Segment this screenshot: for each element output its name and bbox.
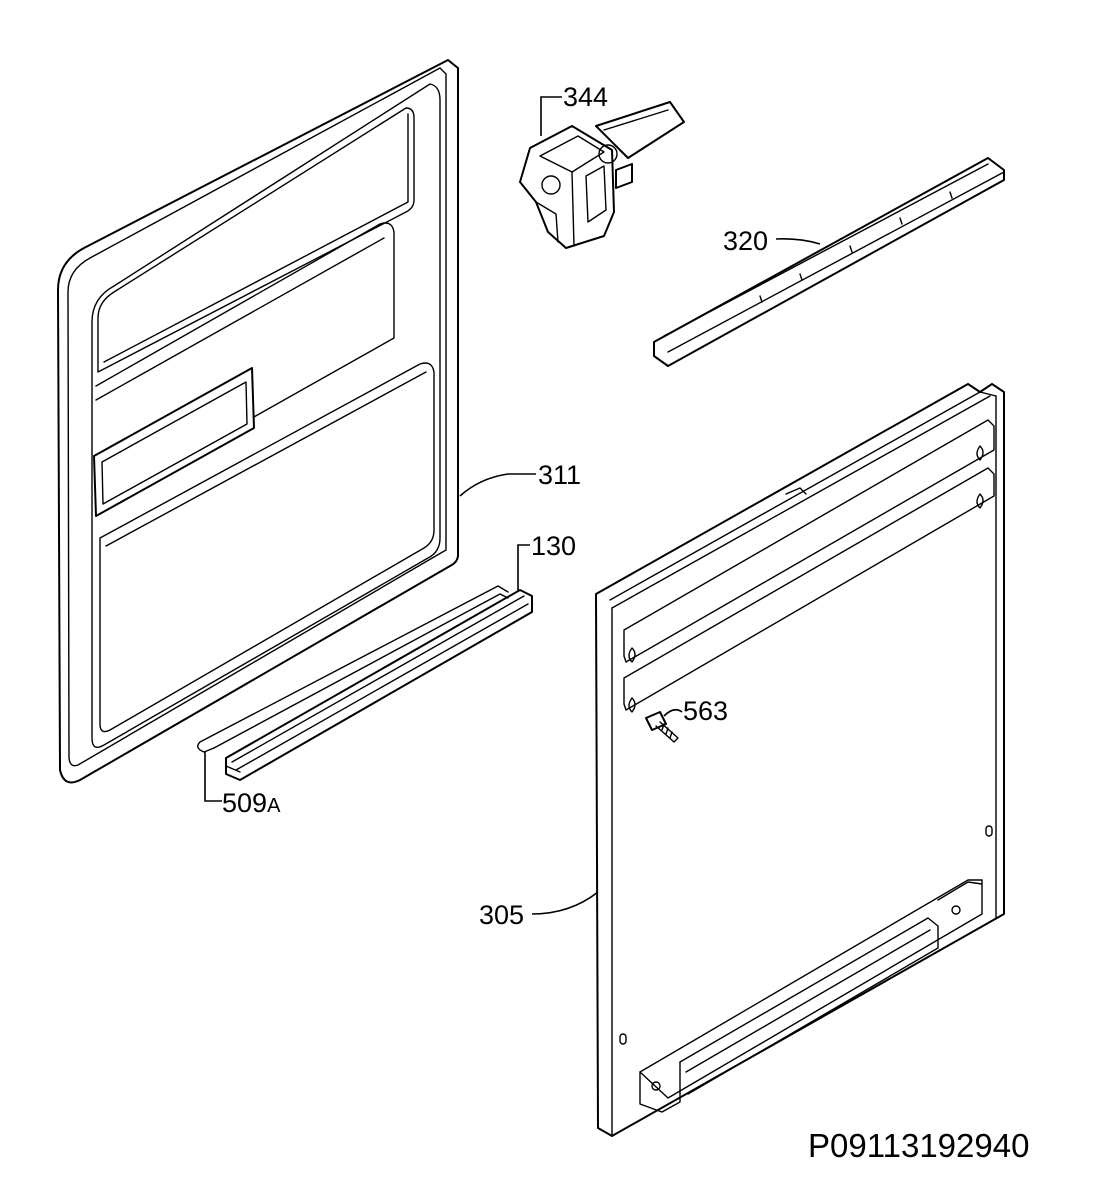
- label-320: 320: [723, 226, 768, 256]
- part-563-screw: [645, 711, 679, 743]
- leader-509a: [204, 752, 222, 802]
- leader-lines: [204, 96, 821, 915]
- part-305-outer-door: [595, 383, 1005, 1137]
- reference-code: P09113192940: [808, 1127, 1029, 1164]
- leader-305: [531, 891, 599, 915]
- leader-130: [517, 544, 530, 592]
- leader-311: [459, 473, 536, 497]
- part-320-rail: [653, 157, 1005, 367]
- label-344: 344: [563, 82, 608, 112]
- part-509a-clip: [197, 585, 509, 753]
- label-509a-number: 509: [222, 788, 267, 818]
- label-130: 130: [531, 531, 576, 561]
- leader-563: [663, 708, 683, 717]
- part-344-door-lock: [519, 101, 685, 249]
- leader-344: [540, 96, 562, 136]
- label-563: 563: [683, 696, 728, 726]
- label-509a: 509A: [222, 788, 281, 818]
- label-509a-suffix: A: [267, 795, 281, 817]
- leader-320: [775, 238, 821, 245]
- part-311-inner-door: [57, 59, 459, 784]
- part-130-seal: [225, 589, 533, 781]
- label-305: 305: [479, 900, 524, 930]
- label-311: 311: [538, 460, 581, 490]
